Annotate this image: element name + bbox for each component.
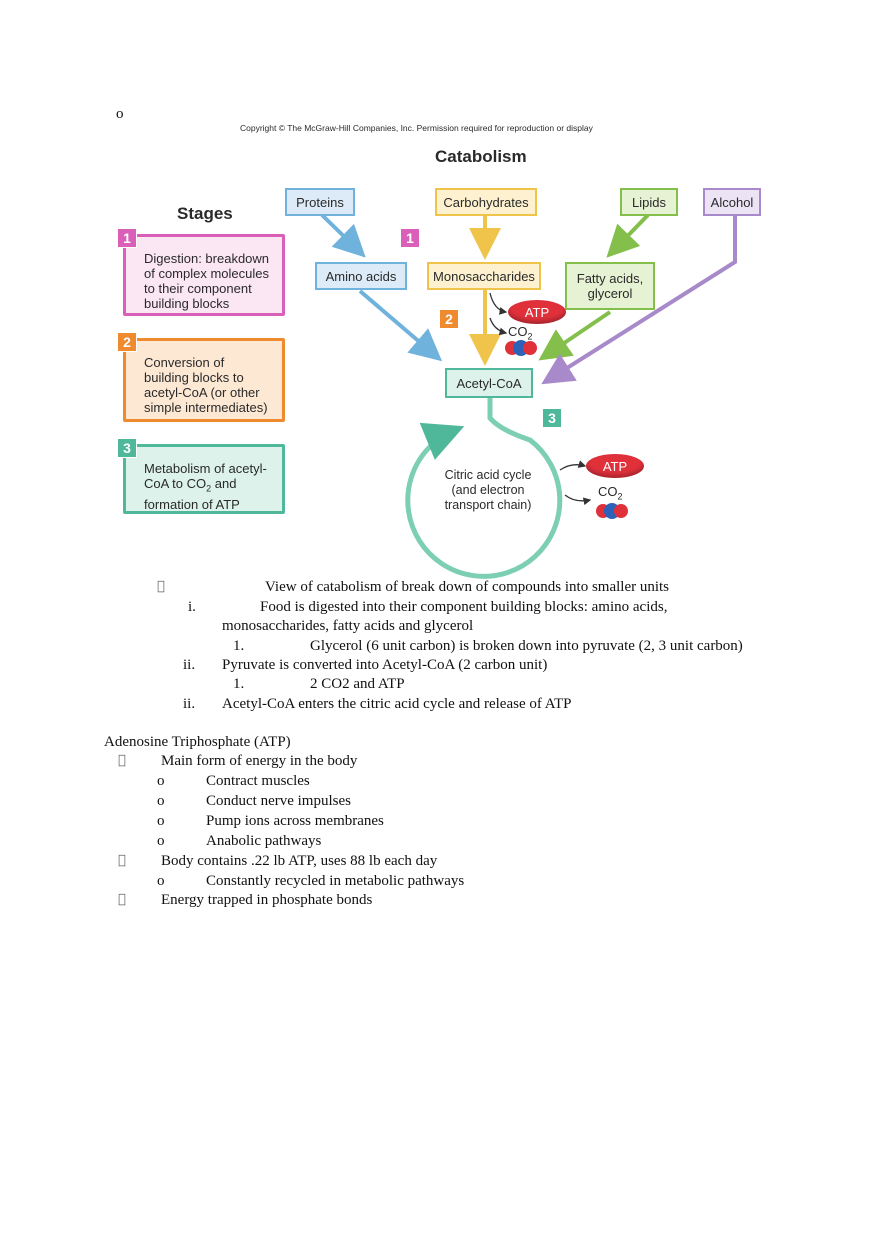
stage-3-text-sub: 2 bbox=[206, 483, 212, 494]
stage-3-text-pre: Metabolism of acetyl-CoA to CO bbox=[144, 461, 267, 491]
list-marker: o bbox=[116, 106, 124, 122]
figure-copyright: Copyright © The McGraw-Hill Companies, I… bbox=[240, 123, 593, 133]
list-item: Conduct nerve impulses bbox=[206, 793, 351, 809]
stage-3-text-post: and formation of ATP bbox=[144, 476, 240, 512]
alcohol-box: Alcohol bbox=[703, 188, 761, 216]
atp-badge-top: ATP bbox=[508, 300, 566, 324]
arrow-fatty bbox=[538, 310, 612, 361]
co2-molecule-icon bbox=[505, 340, 537, 356]
caption-bullet:  bbox=[157, 578, 165, 596]
carbohydrates-box: Carbohydrates bbox=[435, 188, 537, 216]
arrow-alcohol bbox=[541, 215, 737, 385]
list-item: Main form of energy in the body bbox=[161, 753, 358, 769]
figure-caption: View of catabolism of break down of comp… bbox=[265, 579, 670, 595]
list-item: Anabolic pathways bbox=[206, 833, 322, 849]
stage-3-box: Metabolism of acetyl-CoA to CO2 and form… bbox=[123, 444, 285, 514]
figure-title: Catabolism bbox=[435, 147, 527, 166]
co2-sub-cycle: 2 bbox=[617, 491, 623, 502]
list-item-continuation: monosaccharides, fatty acids and glycero… bbox=[222, 618, 474, 634]
bullet-marker:  bbox=[118, 752, 126, 770]
arrow-mono-co2 bbox=[489, 317, 508, 336]
sub-bullet-marker: o bbox=[157, 833, 165, 849]
arrow-amino bbox=[358, 289, 443, 362]
co2-molecule-cycle-icon bbox=[596, 503, 628, 519]
bullet-marker:  bbox=[118, 852, 126, 870]
list-item: Constantly recycled in metabolic pathway… bbox=[206, 873, 465, 889]
arrow-lipids bbox=[606, 213, 650, 258]
stage-1-box: Digestion: breakdown of complex molecule… bbox=[123, 234, 285, 316]
diagram-stage-2-number: 2 bbox=[439, 309, 459, 329]
sub-bullet-marker: o bbox=[157, 813, 165, 829]
diagram-stage-1-number: 1 bbox=[400, 228, 420, 248]
acetyl-coa-box: Acetyl-CoA bbox=[445, 368, 533, 398]
sub-bullet-marker: o bbox=[157, 773, 165, 789]
stages-heading: Stages bbox=[177, 204, 233, 223]
list-item: Glycerol (6 unit carbon) is broken down … bbox=[310, 638, 743, 654]
catabolism-figure: Copyright © The McGraw-Hill Companies, I… bbox=[0, 0, 880, 580]
sub-bullet-marker: o bbox=[157, 873, 165, 889]
stage-3-number: 3 bbox=[117, 438, 137, 458]
co2-text-top: CO bbox=[508, 324, 528, 339]
arrow-cycle-atp bbox=[559, 460, 587, 471]
section-heading: Adenosine Triphosphate (ATP) bbox=[104, 734, 291, 750]
citric-acid-cycle-label: Citric acid cycle (and electron transpor… bbox=[444, 468, 532, 512]
co2-label-cycle: CO2 bbox=[598, 484, 623, 502]
list-marker: ii. bbox=[183, 696, 196, 712]
citric-acid-cycle-ring bbox=[405, 398, 563, 579]
list-marker: i. bbox=[188, 599, 196, 615]
catabolism-arrows bbox=[320, 213, 737, 579]
proteins-box: Proteins bbox=[285, 188, 355, 216]
list-marker: 1. bbox=[233, 676, 245, 692]
co2-label-top: CO2 bbox=[508, 324, 533, 342]
list-item: Acetyl-CoA enters the citric acid cycle … bbox=[222, 696, 572, 712]
stage-2-box: Conversion of building blocks to acetyl-… bbox=[123, 338, 285, 422]
co2-text-cycle: CO bbox=[598, 484, 618, 499]
list-item: Body contains .22 lb ATP, uses 88 lb eac… bbox=[161, 853, 438, 869]
arrow-proteins bbox=[320, 213, 366, 258]
bullet-marker:  bbox=[118, 891, 126, 909]
stage-1-text: Digestion: breakdown of complex molecule… bbox=[144, 251, 270, 311]
list-item: Pump ions across membranes bbox=[206, 813, 384, 829]
list-item: Energy trapped in phosphate bonds bbox=[161, 892, 373, 908]
fatty-acids-box: Fatty acids, glycerol bbox=[565, 262, 655, 310]
amino-acids-box: Amino acids bbox=[315, 262, 407, 290]
stage-2-text: Conversion of building blocks to acetyl-… bbox=[144, 355, 268, 415]
list-item: 2 CO2 and ATP bbox=[310, 676, 405, 692]
list-item: Pyruvate is converted into Acetyl-CoA (2… bbox=[222, 657, 548, 673]
stage-2-number: 2 bbox=[117, 332, 137, 352]
list-item: Food is digested into their component bu… bbox=[260, 599, 668, 615]
diagram-stage-3-number: 3 bbox=[542, 408, 562, 428]
sub-bullet-marker: o bbox=[157, 793, 165, 809]
list-marker: ii. bbox=[183, 657, 196, 673]
co2-sub-top: 2 bbox=[527, 331, 533, 342]
stage-1-number: 1 bbox=[117, 228, 137, 248]
arrow-mono-atp bbox=[489, 292, 508, 315]
lipids-box: Lipids bbox=[620, 188, 678, 216]
list-marker: 1. bbox=[233, 638, 245, 654]
monosaccharides-box: Monosaccharides bbox=[427, 262, 541, 290]
atp-badge-cycle: ATP bbox=[586, 454, 644, 478]
arrow-cycle-co2 bbox=[564, 494, 592, 506]
list-item: Contract muscles bbox=[206, 773, 310, 789]
